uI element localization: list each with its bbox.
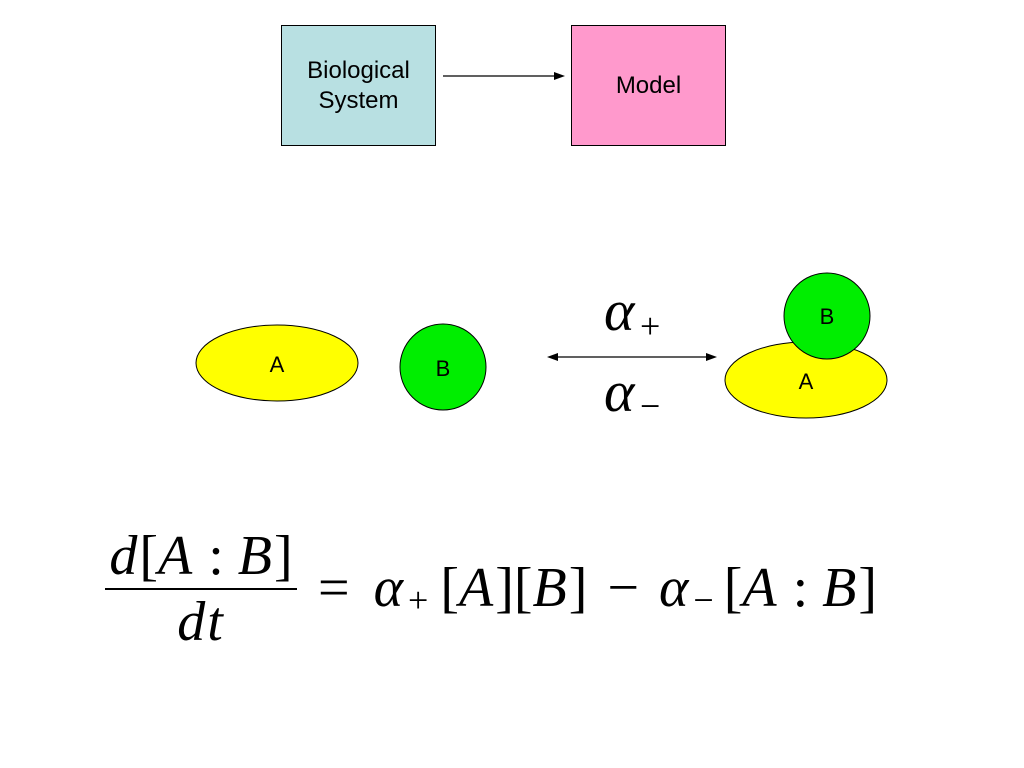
math-symbol: :: [208, 525, 224, 587]
derivative-fraction: d[A : B] dt: [105, 524, 297, 654]
math-symbol: :: [792, 557, 809, 619]
alpha-symbol: α: [604, 359, 636, 424]
biological-system-box: Biological System: [281, 25, 436, 146]
math-variable: A: [742, 557, 777, 619]
reversible-arrow: [547, 353, 717, 361]
reverse-rate-constant: α −: [604, 359, 660, 426]
complex-a-label: A: [799, 369, 814, 394]
math-symbol: [: [513, 557, 533, 619]
math-symbol: ]: [274, 525, 293, 587]
complex-concentration: [A : B]: [724, 557, 877, 619]
alpha-plus-symbol: α: [373, 557, 403, 619]
fraction-denominator: dt: [105, 590, 297, 654]
math-symbol: [: [139, 525, 158, 587]
math-variable: B: [532, 557, 567, 619]
minus-subscript: −: [693, 580, 714, 620]
reactant-a-label: A: [270, 352, 285, 377]
math-variable: A: [158, 525, 193, 587]
forward-rate-constant: α +: [604, 278, 660, 346]
arrowhead: [554, 72, 565, 80]
minus-sign: −: [607, 557, 639, 619]
right-arrowhead: [706, 353, 717, 361]
alpha-symbol: α: [604, 278, 636, 343]
fraction-numerator: d[A : B]: [105, 524, 297, 588]
alpha-minus-symbol: α: [658, 557, 689, 619]
math-variable: t: [207, 591, 223, 653]
math-variable: d: [177, 591, 206, 653]
math-variable: B: [822, 557, 857, 619]
biological-system-label: Biological System: [307, 56, 410, 114]
math-symbol: ]: [495, 557, 514, 619]
math-variable: d: [109, 525, 138, 587]
model-box: Model: [571, 25, 726, 146]
complex-b-circle: [783, 272, 871, 360]
model-label: Model: [615, 71, 682, 99]
minus-subscript: −: [640, 386, 660, 426]
math-symbol: [: [723, 557, 743, 619]
complex-a-b: A B: [724, 272, 888, 419]
math-variable: A: [458, 557, 494, 619]
plus-subscript: +: [640, 306, 660, 346]
complex-b-label: B: [820, 304, 835, 329]
reactant-a-ellipse: [195, 324, 359, 402]
reactant-b-circle: [399, 323, 487, 411]
flow-arrow: [443, 72, 565, 80]
reactant-b: B: [399, 323, 487, 411]
plus-subscript: +: [408, 580, 429, 620]
math-symbol: [: [440, 557, 459, 619]
fraction-bar: [105, 588, 297, 590]
left-arrowhead: [547, 353, 558, 361]
equals-sign: =: [318, 557, 350, 619]
reactant-b-label: B: [436, 356, 451, 381]
math-symbol: ]: [858, 557, 877, 619]
reactant-a: A: [195, 324, 359, 402]
math-variable: B: [237, 525, 272, 587]
equation-right-side: =α+[A][B]−α−[A : B]: [318, 556, 877, 620]
concentration-product: [A][B]: [440, 557, 587, 619]
math-symbol: ]: [568, 557, 588, 619]
